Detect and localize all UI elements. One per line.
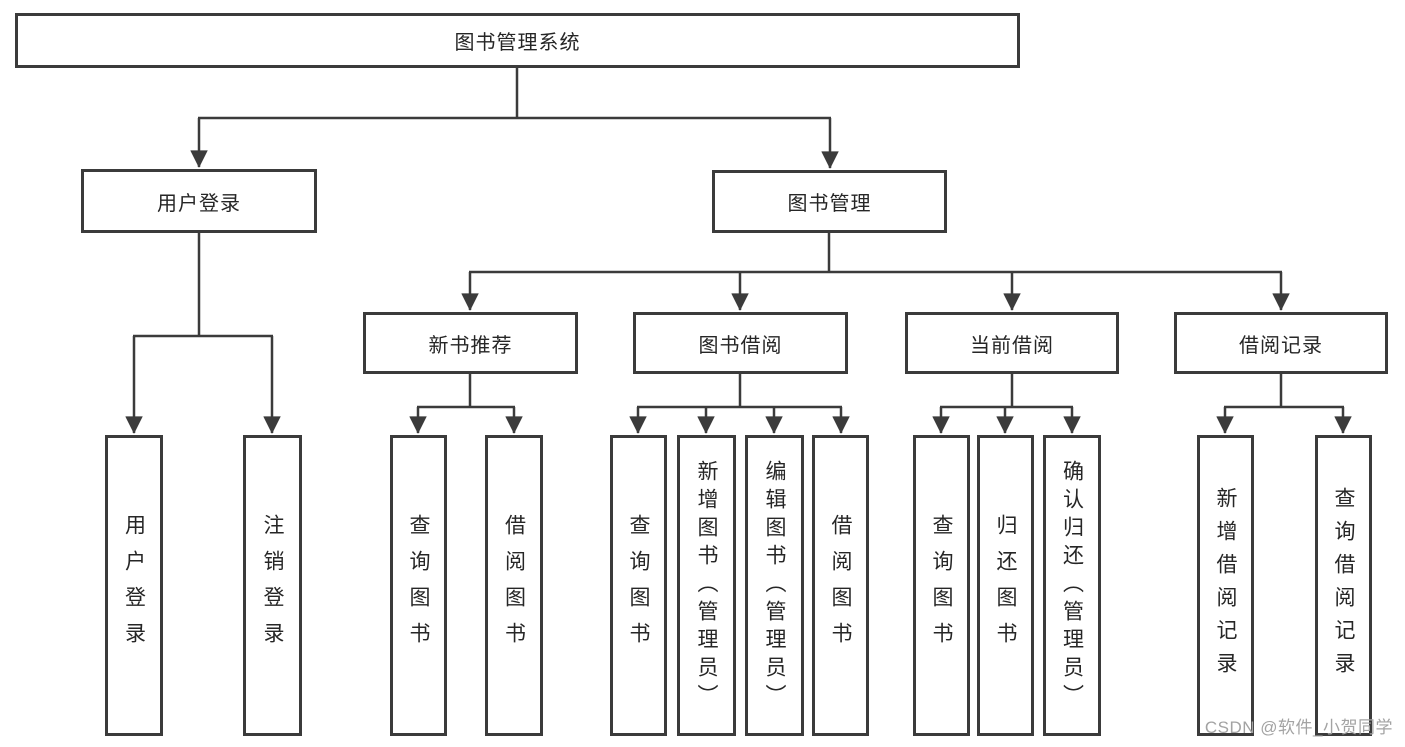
leaf-return-books: 归还图书 [977,435,1034,736]
node-book-management: 图书管理 [712,170,947,233]
leaf-query-borrow-record: 查询借阅记录 [1315,435,1372,736]
leaf-edit-book-admin: 编辑图书（管理员） [745,435,804,736]
leaf-user-login: 用户登录 [105,435,163,736]
node-library-system: 图书管理系统 [15,13,1020,68]
node-user-login: 用户登录 [81,169,317,233]
node-book-borrow: 图书借阅 [633,312,848,374]
leaf-query-books: 查询图书 [390,435,447,736]
leaf-logout: 注销登录 [243,435,302,736]
node-borrow-records: 借阅记录 [1174,312,1388,374]
leaf-query-books: 查询图书 [913,435,970,736]
leaf-add-borrow-record: 新增借阅记录 [1197,435,1254,736]
leaf-borrow-books: 借阅图书 [485,435,543,736]
leaf-confirm-return-admin: 确认归还（管理员） [1043,435,1101,736]
node-new-book-recommend: 新书推荐 [363,312,578,374]
node-current-borrow: 当前借阅 [905,312,1119,374]
leaf-add-book-admin: 新增图书（管理员） [677,435,736,736]
leaf-borrow-books: 借阅图书 [812,435,869,736]
leaf-query-books: 查询图书 [610,435,667,736]
csdn-watermark: CSDN @软件_小贺同学 [1204,718,1393,737]
